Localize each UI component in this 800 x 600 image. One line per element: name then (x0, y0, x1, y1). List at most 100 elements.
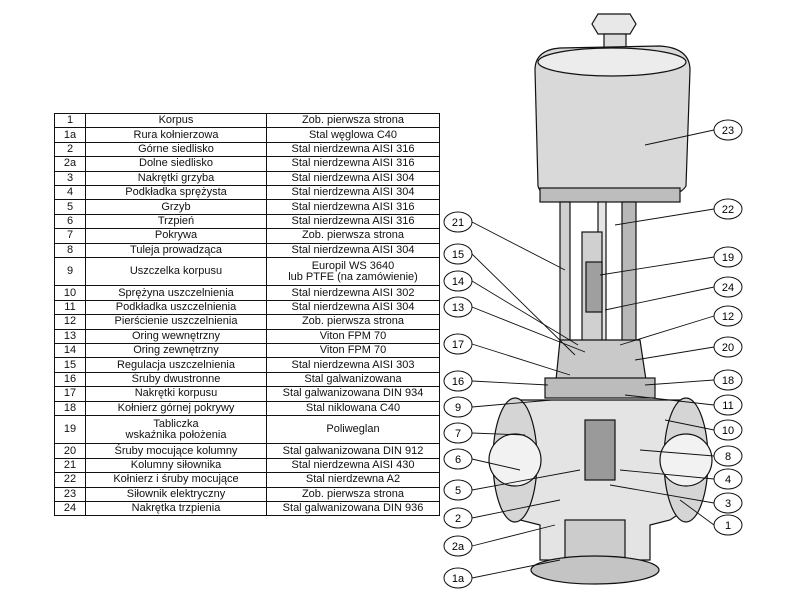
leader-line-21 (471, 221, 566, 271)
callout-bubble (443, 422, 473, 444)
part-name: Tuleja prowadząca (85, 242, 267, 258)
part-material: Stal galwanizowana DIN 936 (266, 500, 440, 517)
callout-20: 20 (713, 336, 743, 358)
valve-drawing (488, 13, 713, 585)
actuator-cover-top (537, 47, 687, 77)
callout-bubble (713, 305, 743, 327)
callout-label: 12 (722, 311, 734, 323)
leader-line-14 (471, 280, 579, 346)
leader-line-12 (619, 315, 715, 346)
valve-plug (584, 419, 616, 481)
callout-bubble (713, 492, 743, 514)
body-flange-top (544, 377, 656, 399)
callout-label: 17 (452, 339, 464, 351)
leader-line-9 (471, 399, 553, 408)
callouts: 211514131716976522a1a2322192412201811108… (443, 119, 743, 589)
callout-9: 9 (443, 396, 473, 418)
callout-2a: 2a (443, 535, 473, 557)
leader-line-19 (599, 256, 715, 276)
callout-bubble (443, 270, 473, 292)
callout-label: 14 (452, 276, 464, 288)
leader-line-11 (624, 394, 715, 406)
callout-3: 3 (713, 492, 743, 514)
flange-pipe (564, 519, 626, 561)
callout-label: 16 (452, 376, 464, 388)
leader-line-1 (679, 499, 715, 526)
callout-label: 4 (725, 474, 731, 486)
callout-label: 24 (722, 282, 734, 294)
actuator-column-left (559, 201, 571, 363)
callout-label: 6 (455, 454, 461, 466)
callout-18: 18 (713, 369, 743, 391)
callout-bubble (713, 119, 743, 141)
callout-label: 3 (725, 498, 731, 510)
callout-label: 10 (722, 425, 734, 437)
callout-1a: 1a (443, 567, 473, 589)
part-name: Uszczelka korpusu (85, 256, 267, 287)
leader-line-3 (609, 484, 715, 504)
leader-line-10 (664, 419, 715, 431)
leader-line-2a (471, 524, 556, 547)
callout-7: 7 (443, 422, 473, 444)
callout-label: 22 (722, 204, 734, 216)
callout-8: 8 (713, 445, 743, 467)
callout-bubble (713, 468, 743, 490)
leader-line-18 (644, 379, 715, 386)
callout-2: 2 (443, 507, 473, 529)
callout-label: 1 (725, 520, 731, 532)
leader-line-1a (471, 559, 561, 579)
leader-line-22 (614, 208, 715, 226)
callout-bubble (443, 448, 473, 470)
callout-11: 11 (713, 394, 743, 416)
callout-24: 24 (713, 276, 743, 298)
bottom-flange (530, 555, 660, 585)
callout-bubble (713, 394, 743, 416)
callout-label: 13 (452, 302, 464, 314)
part-name: Kołnierz górnej pokrywy (85, 400, 267, 416)
callout-bubble (443, 396, 473, 418)
callout-bubble (713, 419, 743, 441)
callout-label: 8 (725, 451, 731, 463)
callout-19: 19 (713, 246, 743, 268)
leader-line-7 (471, 432, 526, 436)
callout-bubble (713, 246, 743, 268)
callout-bubble (443, 535, 473, 557)
leader-line-6 (471, 458, 521, 471)
leader-line-17 (471, 343, 571, 376)
callout-6: 6 (443, 448, 473, 470)
callout-bubble (713, 445, 743, 467)
callout-bubble (713, 276, 743, 298)
callout-15: 15 (443, 243, 473, 265)
leader-line-5 (471, 469, 581, 491)
callout-bubble (713, 336, 743, 358)
leader-line-13 (471, 306, 586, 353)
callout-label: 2 (455, 513, 461, 525)
flange-left-bore (488, 433, 542, 487)
actuator-base-flange (539, 187, 681, 203)
callout-label: 18 (722, 375, 734, 387)
callout-4: 4 (713, 468, 743, 490)
part-number: 24 (54, 500, 86, 517)
actuator-top-knob (591, 13, 637, 35)
callout-bubble (443, 479, 473, 501)
callout-label: 5 (455, 485, 461, 497)
callout-label: 15 (452, 249, 464, 261)
callout-5: 5 (443, 479, 473, 501)
callout-bubble (443, 567, 473, 589)
callout-bubble (713, 198, 743, 220)
